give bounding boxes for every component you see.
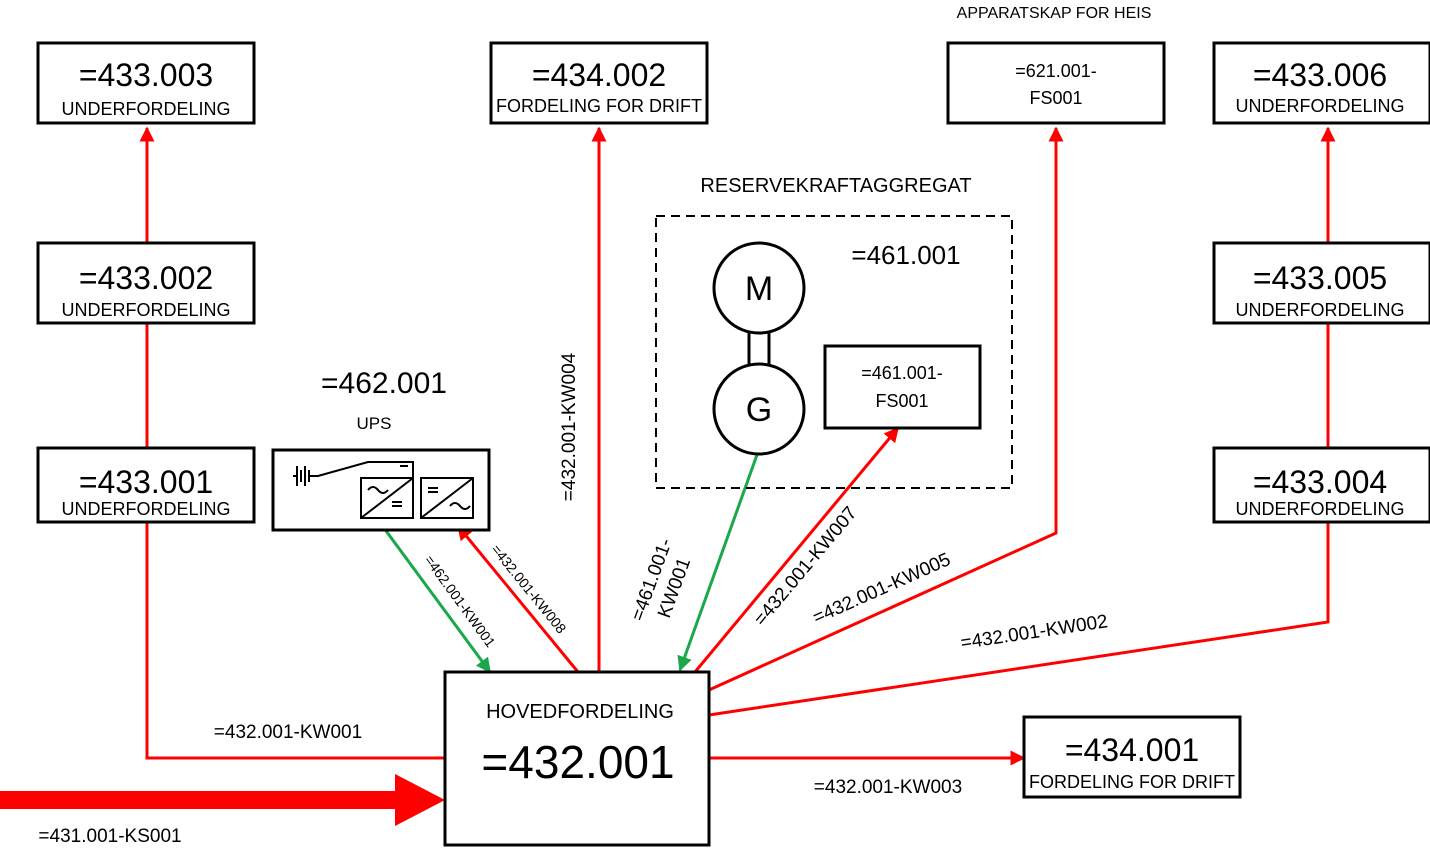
generator-caption: RESERVEKRAFTAGGREGAT xyxy=(700,175,971,197)
wire-kw007 xyxy=(693,426,900,673)
heis-caption: APPARATSKAP FOR HEIS xyxy=(957,5,1152,22)
generator-icon xyxy=(712,362,806,456)
box-desc: UNDERFORDELING xyxy=(1235,300,1404,320)
generator-code: =461.001 xyxy=(851,240,960,270)
inverter-icon xyxy=(420,477,474,519)
box-code-line1: =621.001- xyxy=(1015,61,1097,81)
wire-gen-kw001 xyxy=(677,451,760,672)
box-desc: UNDERFORDELING xyxy=(61,99,230,119)
box-desc: FORDELING FOR DRIFT xyxy=(496,96,702,116)
label-ups-kw001: =462.001-KW001 xyxy=(421,552,498,650)
wire-ups-kw001 xyxy=(376,519,492,674)
box-433-005[interactable]: =433.005 UNDERFORDELING xyxy=(1212,241,1430,325)
wire-kw001 xyxy=(145,522,445,760)
box-434-002[interactable]: =434.002 FORDELING FOR DRIFT xyxy=(489,41,709,125)
wire-kw008 xyxy=(456,524,580,673)
motor-icon xyxy=(712,241,806,335)
box-desc: UNDERFORDELING xyxy=(1235,499,1404,519)
box-code: =433.003 xyxy=(79,57,213,93)
ups-caption: UPS xyxy=(357,414,392,433)
label-kw004: =432.001-KW004 xyxy=(559,352,580,501)
rectifier-icon xyxy=(360,477,414,519)
motor-symbol: M xyxy=(745,270,773,308)
label-ks001: =431.001-KS001 xyxy=(38,826,181,847)
feed-bar xyxy=(0,791,402,809)
label-kw008: =432.001-KW008 xyxy=(488,541,569,636)
main-code: =432.001 xyxy=(481,736,674,788)
box-desc: FORDELING FOR DRIFT xyxy=(1029,772,1235,792)
box-code: =433.001 xyxy=(79,464,213,500)
gen-fs-line1: =461.001- xyxy=(861,363,943,383)
gen-fs-line2: FS001 xyxy=(875,391,928,411)
battery-icon xyxy=(293,461,414,486)
box-code: =433.006 xyxy=(1253,57,1387,93)
box-code: =434.002 xyxy=(532,57,666,93)
main-title: HOVEDFORDELING xyxy=(486,701,674,723)
box-433-001[interactable]: =433.001 UNDERFORDELING xyxy=(36,446,256,524)
box-433-004[interactable]: =433.004 UNDERFORDELING xyxy=(1212,446,1430,524)
box-code: =433.004 xyxy=(1253,464,1387,500)
ups-code: =462.001 xyxy=(321,367,447,400)
ups-unit[interactable] xyxy=(271,448,491,532)
box-hovedfordeling[interactable]: HOVEDFORDELING =432.001 xyxy=(443,670,711,847)
box-code: =434.001 xyxy=(1065,732,1199,768)
box-code-line2: FS001 xyxy=(1029,88,1082,108)
label-kw003: =432.001-KW003 xyxy=(814,777,962,798)
generator-group[interactable]: =461.001 M G =461.001- FS001 xyxy=(655,215,1013,489)
box-433-006[interactable]: =433.006 UNDERFORDELING xyxy=(1212,41,1430,125)
wires xyxy=(0,126,1336,826)
feed-arrowhead xyxy=(395,774,445,826)
generator-symbol: G xyxy=(746,391,772,429)
box-desc: UNDERFORDELING xyxy=(1235,96,1404,116)
wire-kw002 xyxy=(708,522,1330,717)
box-code: =433.002 xyxy=(79,260,213,296)
label-kw001: =432.001-KW001 xyxy=(214,722,362,743)
box-desc: UNDERFORDELING xyxy=(61,499,230,519)
box-621-001-fs001[interactable]: =621.001- FS001 xyxy=(946,41,1166,125)
wire-kw005 xyxy=(708,126,1064,692)
box-434-001[interactable]: =434.001 FORDELING FOR DRIFT xyxy=(1022,715,1242,799)
box-desc: UNDERFORDELING xyxy=(61,300,230,320)
label-gen-kw001: =461.001- KW001 xyxy=(627,536,695,624)
box-code: =433.005 xyxy=(1253,260,1387,296)
box-433-003[interactable]: =433.003 UNDERFORDELING xyxy=(36,41,256,125)
label-kw002: =432.001-KW002 xyxy=(959,611,1109,654)
box-433-002[interactable]: =433.002 UNDERFORDELING xyxy=(36,241,256,325)
